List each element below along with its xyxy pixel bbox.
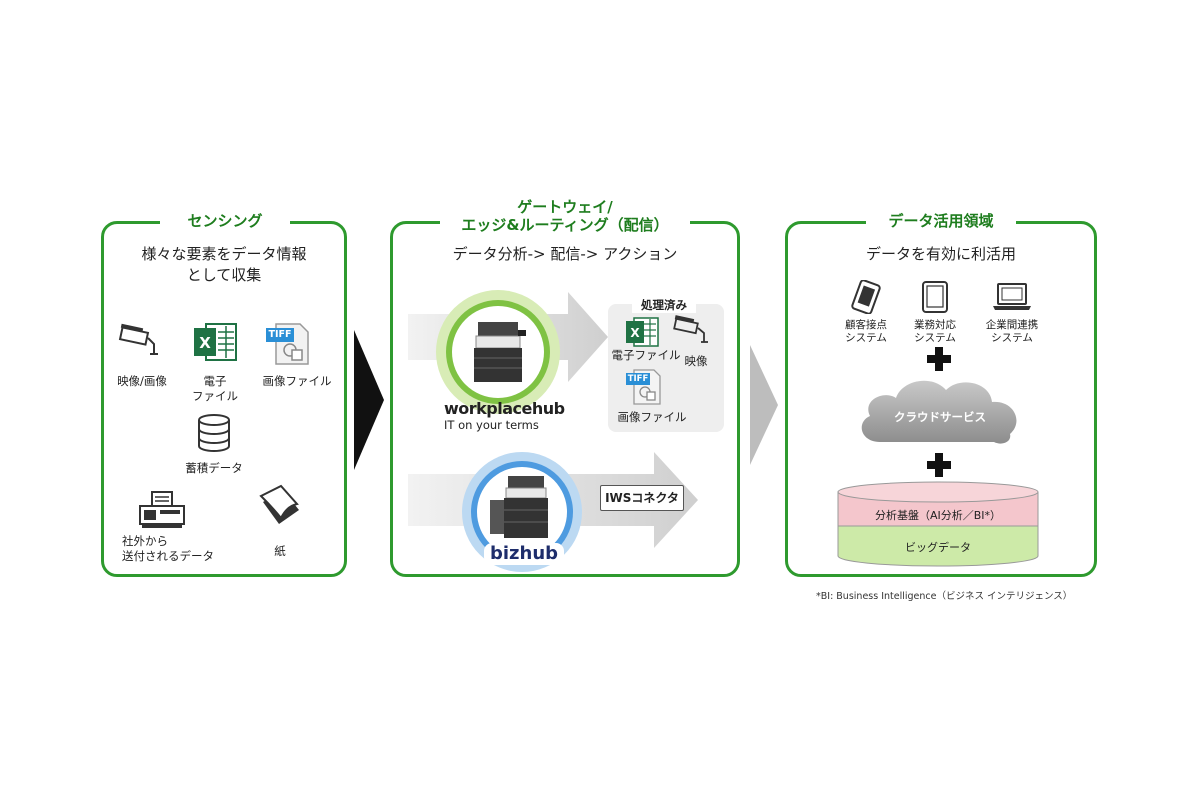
fax-label-2: 送付されるデータ xyxy=(122,549,214,563)
mfp-printer-icon xyxy=(474,322,526,382)
tiff-tag: TIFF xyxy=(266,328,294,342)
excel-file-icon-small: X xyxy=(626,317,659,347)
laptop-icon xyxy=(993,283,1031,310)
svg-text:X: X xyxy=(199,334,211,352)
storage-label: 蓄積データ xyxy=(185,461,243,475)
plus-icon-lower xyxy=(927,453,951,477)
db-bottom-label: ビッグデータ xyxy=(905,541,971,554)
efile-label-2: ファイル xyxy=(192,389,238,403)
utilization-subtitle: データを有効に利活用 xyxy=(865,245,1016,263)
device2-label-2: システム xyxy=(914,332,956,344)
svg-text:X: X xyxy=(630,326,640,340)
analytics-database-icon xyxy=(837,481,1039,567)
workplace-hub-logo: workplacehub xyxy=(444,399,565,418)
sensing-title: センシング xyxy=(160,210,290,231)
db-top-label: 分析基盤（AI分析／BI*） xyxy=(874,509,1002,522)
database-icon xyxy=(198,414,230,452)
device2-label-1: 業務対応 xyxy=(914,319,956,331)
processed-video-label: 映像 xyxy=(684,354,708,368)
security-camera-icon-small xyxy=(673,315,708,343)
plus-icon-upper xyxy=(927,347,951,371)
efile-label-1: 電子 xyxy=(203,374,227,388)
bizhub-logo: bizhub xyxy=(484,543,564,565)
fax-machine-icon xyxy=(139,491,185,528)
bizhub-printer-icon xyxy=(490,476,548,538)
cloud-icon xyxy=(861,380,1017,444)
device3-label-1: 企業間連携 xyxy=(985,319,1039,331)
processed-efile-label: 電子ファイル xyxy=(611,348,681,362)
processed-image-label: 画像ファイル xyxy=(617,410,687,424)
device1-label-2: システム xyxy=(845,332,887,344)
tiff-file-icon-small: TIFF xyxy=(626,368,662,406)
security-camera-icon xyxy=(118,323,158,355)
utilization-title: データ活用領域 xyxy=(866,210,1016,231)
paper-label: 紙 xyxy=(274,544,286,558)
video-label: 映像/画像 xyxy=(117,374,167,388)
cloud-label: クラウドサービス xyxy=(894,410,986,424)
iws-connector-label: IWSコネクタ xyxy=(600,485,684,511)
gateway-subtitle: データ分析-> 配信-> アクション xyxy=(452,245,678,263)
excel-file-icon: X xyxy=(194,323,237,361)
smartphone-icon xyxy=(851,280,881,314)
flow-arrow-black xyxy=(354,330,384,470)
gateway-title-line2: エッジ&ルーティング（配信） xyxy=(440,214,690,235)
processed-title: 処理済み xyxy=(632,298,696,313)
image-file-label: 画像ファイル xyxy=(262,374,332,388)
tiff-file-icon: TIFF xyxy=(266,320,310,366)
device3-label-2: システム xyxy=(991,332,1033,344)
tiff-tag-small: TIFF xyxy=(626,373,650,385)
workplace-hub-device xyxy=(436,290,560,414)
gateway-title-line1: ゲートウェイ/ xyxy=(470,196,660,217)
paper-icon xyxy=(259,484,299,524)
tablet-icon xyxy=(922,281,948,313)
device1-label-1: 顧客接点 xyxy=(845,319,887,331)
fax-label-1: 社外から xyxy=(122,534,168,548)
sensing-subtitle-line2: として収集 xyxy=(186,266,262,284)
flow-arrow-gray xyxy=(750,345,778,465)
workplace-hub-tagline: IT on your terms xyxy=(444,418,539,432)
footnote: *BI: Business Intelligence（ビジネス インテリジェンス… xyxy=(816,591,1073,602)
sensing-subtitle-line1: 様々な要素をデータ情報 xyxy=(141,245,307,263)
